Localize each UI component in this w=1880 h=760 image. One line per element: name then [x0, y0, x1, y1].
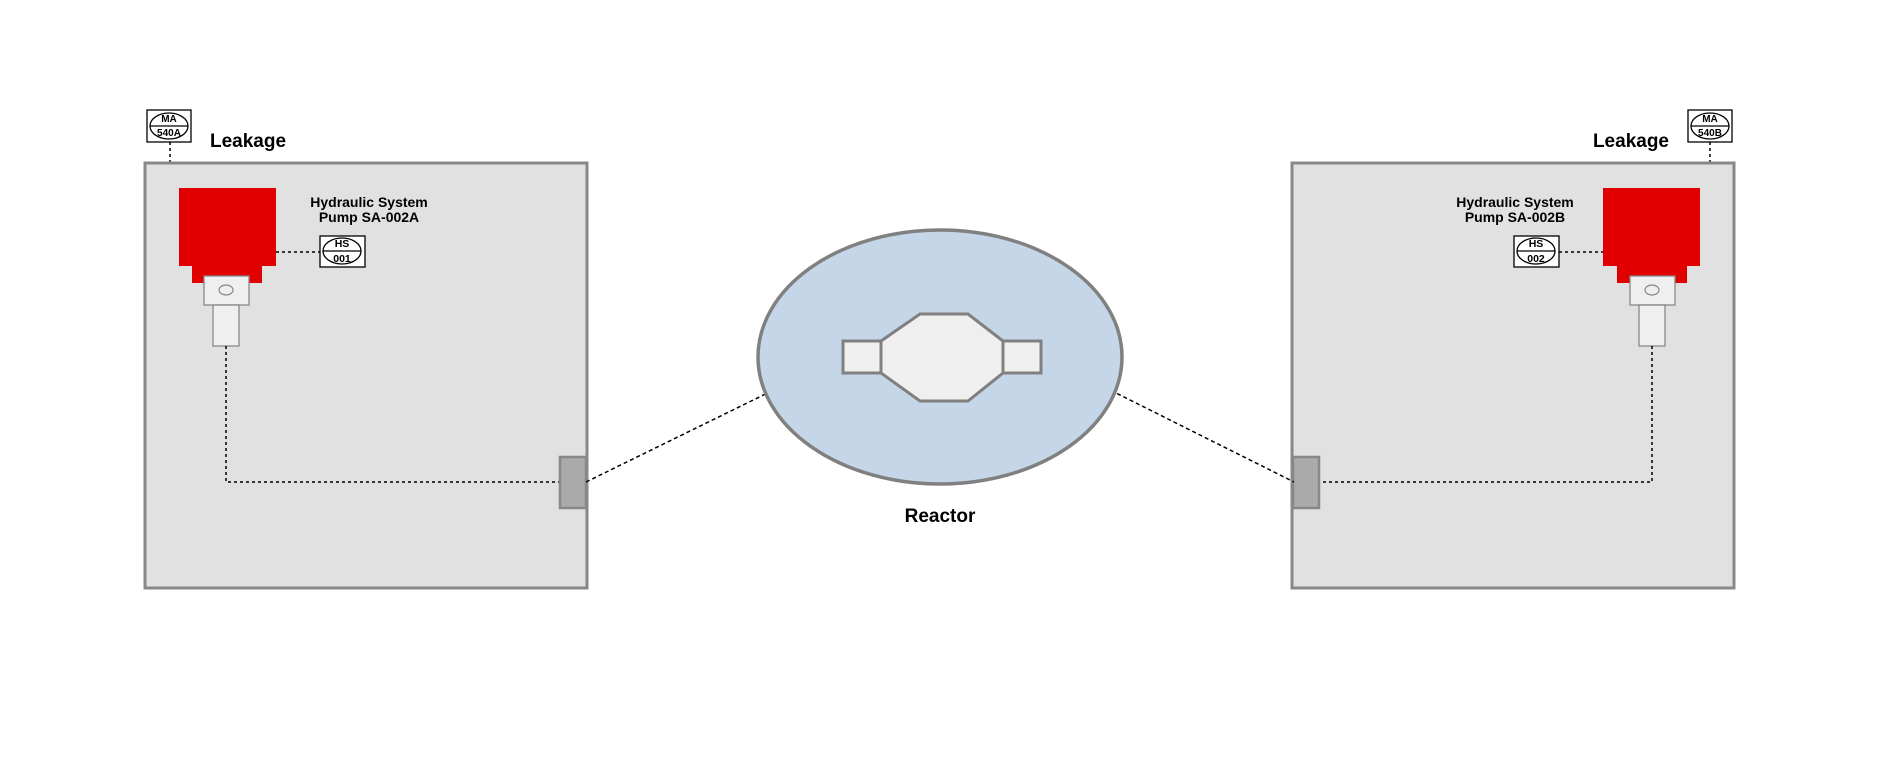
right-pump[interactable] [1603, 188, 1700, 347]
reactor: Reactor [585, 228, 1295, 527]
right-pump-label-line2: Pump SA-002B [1465, 209, 1565, 225]
left-unit: MA 540A Leakage Hydraulic System Pump SA… [143, 109, 589, 590]
reactor-right-link [1041, 355, 1295, 483]
left-pump[interactable] [179, 188, 276, 347]
left-alarm-tag[interactable]: MA 540A [146, 109, 192, 143]
right-switch-tag-line1: HS [1529, 238, 1544, 250]
right-switch-tag-line2: 002 [1527, 253, 1545, 265]
right-pump-label-line1: Hydraulic System [1456, 194, 1574, 210]
left-hand-switch-tag[interactable]: HS 001 [319, 235, 366, 268]
left-alarm-tag-line1: MA [161, 114, 177, 125]
right-door-handle[interactable] [1291, 455, 1321, 510]
right-hand-switch-tag[interactable]: HS 002 [1513, 235, 1560, 268]
right-alarm-tag-line2: 540B [1698, 128, 1722, 139]
left-pump-label-line2: Pump SA-002A [319, 209, 419, 225]
left-switch-tag-line1: HS [335, 238, 350, 250]
left-door-handle[interactable] [558, 455, 588, 510]
reactor-label: Reactor [905, 506, 976, 527]
left-switch-tag-line2: 001 [333, 253, 351, 265]
reactor-core[interactable] [841, 312, 1043, 403]
left-alarm-tag-line2: 540A [157, 128, 181, 139]
right-alarm-tag[interactable]: MA 540B [1687, 109, 1733, 143]
right-unit: MA 540B Leakage Hydraulic System Pump SA… [1290, 109, 1736, 590]
left-leakage-label: Leakage [210, 131, 286, 152]
left-pump-label-line1: Hydraulic System [310, 194, 428, 210]
right-alarm-tag-line1: MA [1702, 114, 1718, 125]
right-leakage-label: Leakage [1593, 131, 1669, 152]
